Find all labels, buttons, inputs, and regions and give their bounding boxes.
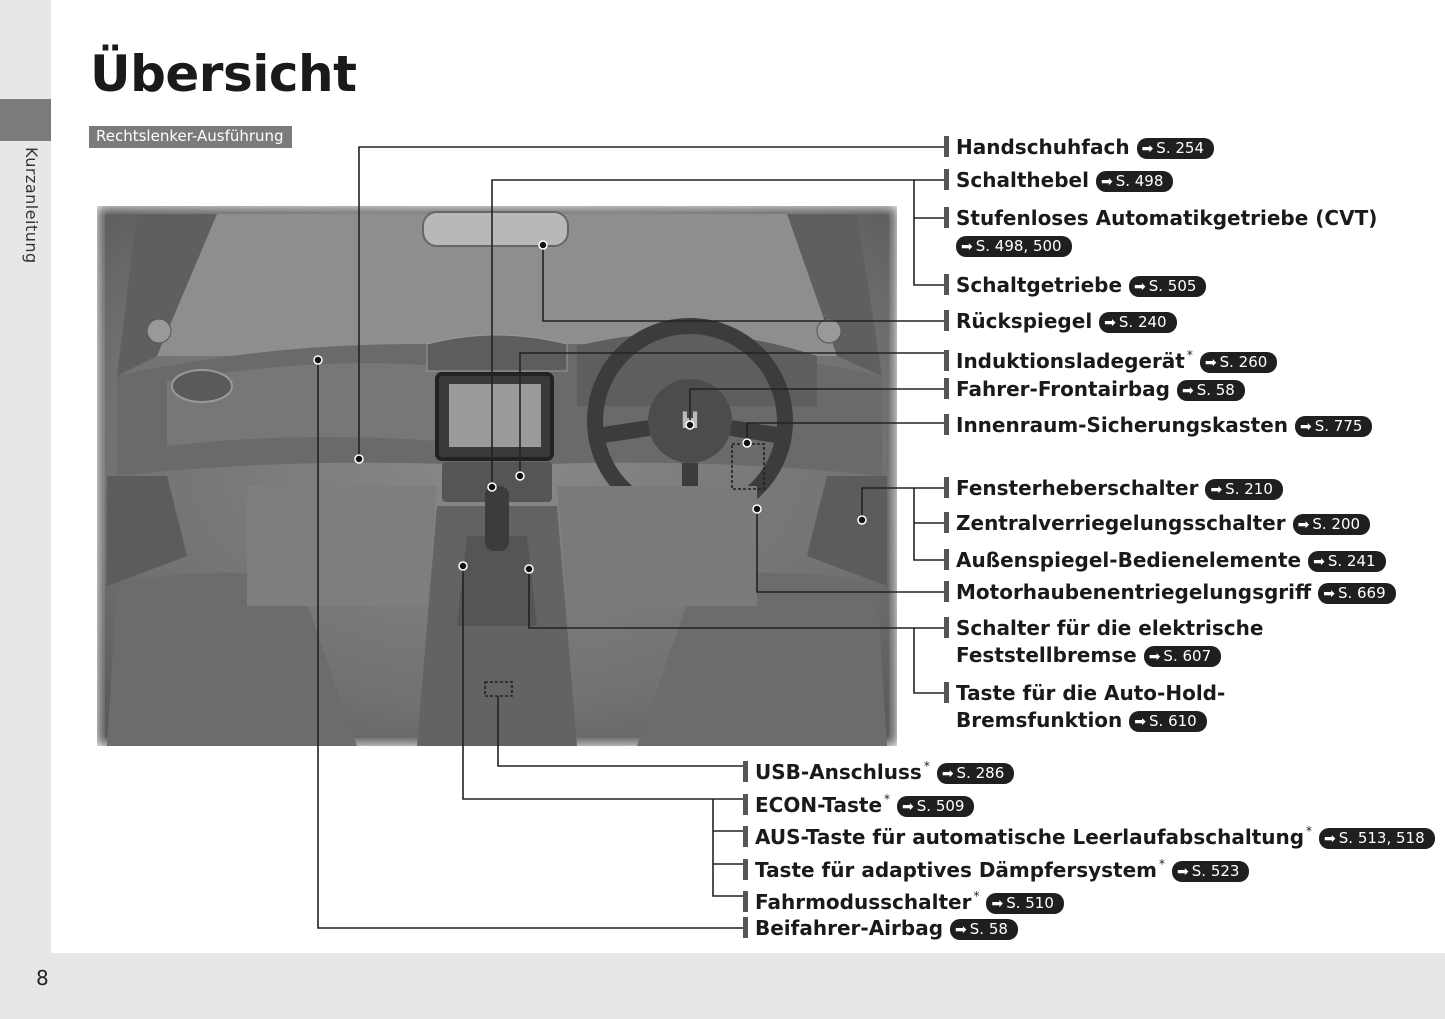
page-ref-badge[interactable]: ➡S. 58 [950, 919, 1018, 940]
page-ref-badge[interactable]: ➡S. 58 [1176, 380, 1245, 401]
page-ref-badge[interactable]: ➡S. 607 [1143, 646, 1222, 667]
label-schaltgetriebe: Schaltgetriebe➡S. 505 [944, 272, 1207, 299]
page-ref-badge[interactable]: ➡S. 523 [1172, 861, 1250, 882]
page-ref-badge[interactable]: ➡S. 669 [1318, 583, 1396, 604]
label-zentralverriegelung: Zentralverriegelungsschalter➡S. 200 [944, 510, 1371, 537]
arrow-icon: ➡ [1300, 419, 1312, 435]
page-ref-badge[interactable]: ➡S. 240 [1099, 312, 1177, 333]
page-title: Übersicht [90, 45, 357, 103]
variant-badge: Rechtslenker-Ausführung [89, 126, 292, 148]
arrow-icon: ➡ [961, 239, 973, 255]
arrow-icon: ➡ [941, 766, 954, 782]
arrow-icon: ➡ [1210, 482, 1223, 498]
page-ref-badge[interactable]: ➡S. 260 [1199, 352, 1278, 373]
arrow-icon: ➡ [1148, 649, 1161, 665]
arrow-icon: ➡ [991, 896, 1004, 912]
arrow-icon: ➡ [1324, 831, 1336, 847]
arrow-icon: ➡ [1141, 141, 1154, 157]
page-ref-badge[interactable]: ➡S. 210 [1205, 479, 1283, 500]
page-ref-badge[interactable]: ➡S. 498 [1095, 171, 1174, 192]
label-rueckspiegel: Rückspiegel➡S. 240 [944, 308, 1177, 335]
page-ref-badge[interactable]: ➡S. 775 [1295, 416, 1373, 437]
arrow-icon: ➡ [902, 799, 914, 815]
arrow-icon: ➡ [1323, 586, 1335, 602]
label-feststellbremse: Schalter für die elektrische Feststellbr… [944, 615, 1263, 669]
label-handschuhfach: Handschuhfach➡S. 254 [944, 134, 1214, 161]
label-auto-hold: Taste für die Auto-Hold- Bremsfunktion➡S… [944, 680, 1225, 734]
arrow-icon: ➡ [1134, 279, 1146, 295]
label-aussenspiegel: Außenspiegel-Bedienelemente➡S. 241 [944, 547, 1386, 574]
label-fahrer-frontairbag: Fahrer-Frontairbag➡S. 58 [944, 376, 1245, 403]
arrow-icon: ➡ [1100, 174, 1113, 190]
label-schalthebel: Schalthebel➡S. 498 [944, 167, 1174, 194]
label-motorhaube: Motorhaubenentriegelungsgriff➡S. 669 [944, 579, 1396, 606]
arrow-icon: ➡ [1204, 355, 1217, 371]
label-sicherungskasten: Innenraum-Sicherungskasten➡S. 775 [944, 412, 1373, 439]
page-ref-badge[interactable]: ➡S. 498, 500 [956, 236, 1072, 257]
arrow-icon: ➡ [1104, 315, 1116, 331]
label-fahrmodusschalter: Fahrmodusschalter*➡S. 510 [743, 883, 1064, 916]
arrow-icon: ➡ [1297, 517, 1310, 533]
arrow-icon: ➡ [1134, 714, 1147, 730]
bottom-bar [51, 953, 1445, 1019]
page-ref-badge[interactable]: ➡S. 513, 518 [1319, 828, 1435, 849]
arrow-icon: ➡ [1313, 554, 1325, 570]
section-tab-label: Kurzanleitung [22, 147, 41, 264]
side-strip [0, 0, 51, 1019]
label-usb-anschluss: USB-Anschluss*➡S. 286 [743, 753, 1015, 786]
page-ref-badge[interactable]: ➡S. 200 [1292, 514, 1371, 535]
page-ref-badge[interactable]: ➡S. 610 [1129, 711, 1207, 732]
page-number: 8 [36, 966, 49, 990]
arrow-icon: ➡ [1181, 383, 1194, 399]
page-ref-badge[interactable]: ➡S. 505 [1129, 276, 1207, 297]
label-cvt: Stufenloses Automatikgetriebe (CVT) ➡S. … [944, 205, 1377, 259]
label-beifahrer-airbag: Beifahrer-Airbag➡S. 58 [743, 915, 1018, 942]
page-ref-badge[interactable]: ➡S. 510 [986, 893, 1064, 914]
section-tab-marker [0, 99, 51, 141]
label-induktionsladegeraet: Induktionsladegerät*➡S. 260 [944, 342, 1278, 375]
page-ref-badge[interactable]: ➡S. 254 [1136, 138, 1214, 159]
label-econ-taste: ECON-Taste*➡S. 509 [743, 786, 975, 819]
page-ref-badge[interactable]: ➡S. 241 [1308, 551, 1386, 572]
label-aus-taste: AUS-Taste für automatische Leerlaufabsch… [743, 818, 1435, 851]
page-ref-badge[interactable]: ➡S. 509 [897, 796, 975, 817]
arrow-icon: ➡ [1177, 864, 1189, 880]
label-fensterheberschalter: Fensterheberschalter➡S. 210 [944, 475, 1283, 502]
arrow-icon: ➡ [955, 922, 967, 938]
label-daempfersystem: Taste für adaptives Dämpfersystem*➡S. 52… [743, 851, 1250, 884]
page-ref-badge[interactable]: ➡S. 286 [936, 763, 1015, 784]
